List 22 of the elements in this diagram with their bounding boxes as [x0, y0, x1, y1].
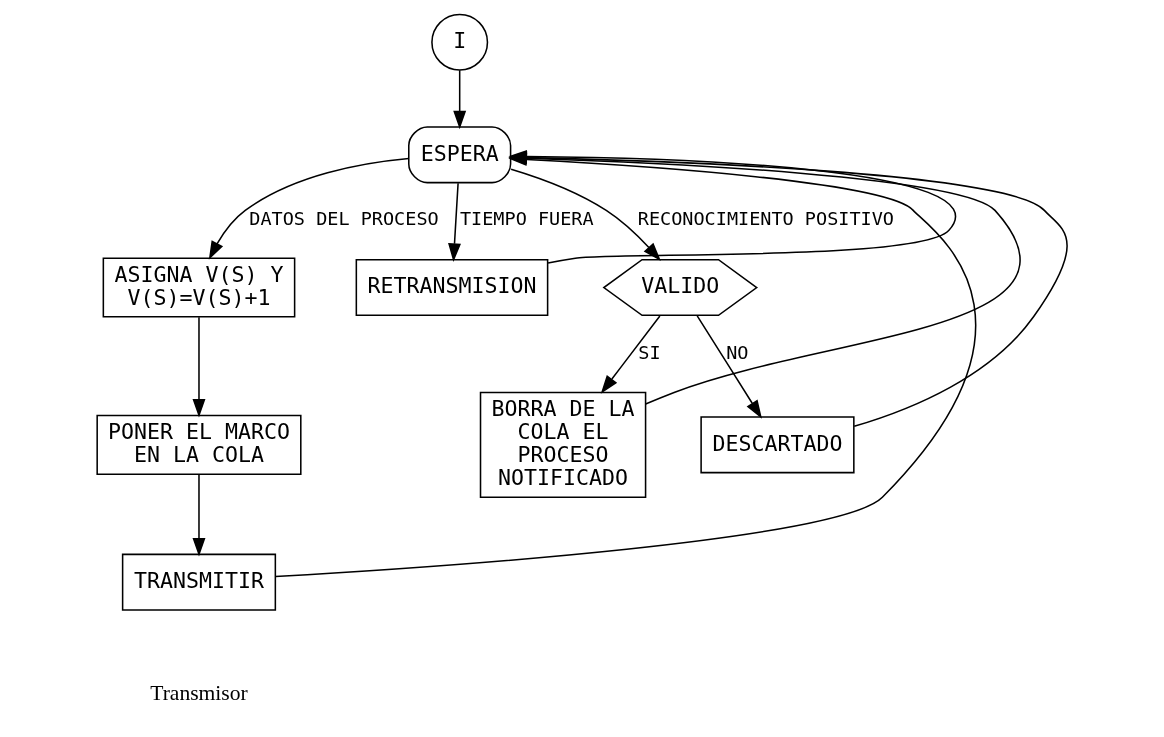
node-box: BORRA DE LA COLA EL PROCESO NOTIFICADO	[479, 391, 646, 499]
arrow	[509, 168, 661, 261]
arrow	[192, 316, 205, 418]
node-box: DESCARTADO	[699, 416, 855, 474]
arrow	[192, 473, 205, 557]
node-box: ASIGNA V(S) Y V(S)=V(S)+1	[102, 257, 295, 318]
edge-label: DATOS DEL PROCESO	[248, 208, 439, 230]
edge-label: TIEMPO FUERA	[459, 208, 594, 230]
edge-label: SI	[637, 342, 661, 364]
node-circle: I	[430, 13, 488, 71]
arrow	[208, 157, 409, 260]
arrow	[600, 315, 661, 394]
label: Transmisor	[149, 681, 248, 706]
node-box: PONER EL MARCO EN LA COLA	[95, 414, 302, 475]
arrow	[452, 69, 466, 130]
node-box: TRANSMITIR	[121, 553, 276, 611]
edge-label: NO	[725, 342, 749, 364]
arrow	[447, 182, 461, 262]
node-box: ESPERA	[407, 126, 511, 184]
edge-label: RECONOCIMIENTO POSITIVO	[637, 208, 894, 230]
node-box: RETRANSMISION	[355, 258, 548, 317]
arrow	[695, 315, 762, 419]
